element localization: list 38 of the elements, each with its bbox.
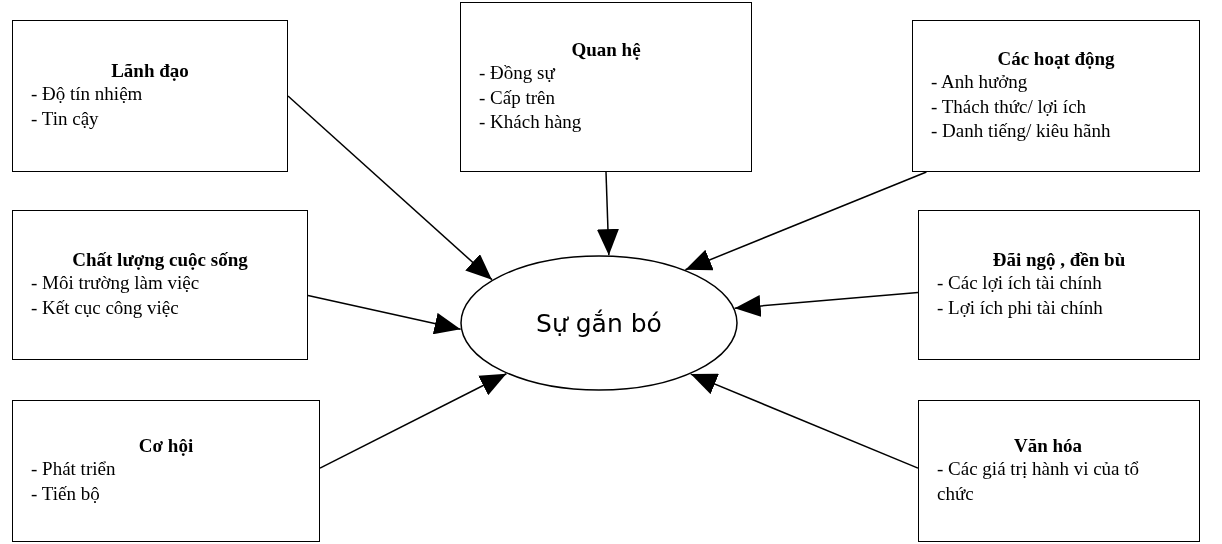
- list-item: - Danh tiếng/ kiêu hãnh: [931, 119, 1112, 144]
- list-item: - Cấp trên: [479, 85, 556, 110]
- list-item: - Tiến bộ: [31, 482, 101, 506]
- box-heading: Lãnh đạo: [110, 60, 190, 83]
- list-item: - Phát triển: [31, 457, 117, 482]
- list-item: - Độ tín nhiệm: [31, 82, 144, 107]
- factor-box: [460, 2, 752, 172]
- list-item: - Tin cậy: [31, 107, 100, 131]
- factor-box: [12, 400, 320, 542]
- list-item: - Khách hàng: [479, 110, 583, 135]
- arrow: [733, 291, 919, 317]
- arrow: [690, 373, 919, 469]
- arrow: [596, 171, 619, 256]
- arrow: [684, 171, 928, 271]
- box-heading: Văn hóa: [1012, 435, 1084, 458]
- arrow: [319, 372, 508, 469]
- box-heading: Cơ hội: [137, 435, 195, 458]
- factor-box: [918, 210, 1200, 360]
- list-item: - Thách thức/ lợi ích: [931, 94, 1088, 119]
- oval-node: [460, 255, 738, 391]
- arrow: [307, 294, 462, 335]
- box-heading: Các hoạt động: [996, 47, 1116, 70]
- box-heading: Đãi ngộ , đền bù: [991, 249, 1127, 272]
- arrow: [287, 95, 493, 281]
- list-item: - Kết cục công việc: [31, 296, 180, 320]
- box-heading: Quan hệ: [570, 38, 642, 61]
- list-item: - Anh hưởng: [931, 69, 1029, 94]
- factor-box: [12, 210, 308, 360]
- factor-box: [12, 20, 288, 172]
- center-label: Sự gắn bó: [536, 308, 662, 338]
- list-item: - Các giá trị hành vi của tổ chức: [937, 457, 1141, 506]
- factor-box: [918, 400, 1200, 542]
- list-item: - Đồng sự: [479, 60, 557, 85]
- box-heading: Chất lượng cuộc sống: [71, 249, 249, 272]
- list-item: - Môi trường làm việc: [31, 271, 201, 296]
- list-item: - Lợi ích phi tài chính: [937, 296, 1104, 320]
- list-item: - Các lợi ích tài chính: [937, 271, 1103, 296]
- factor-box: [912, 20, 1200, 172]
